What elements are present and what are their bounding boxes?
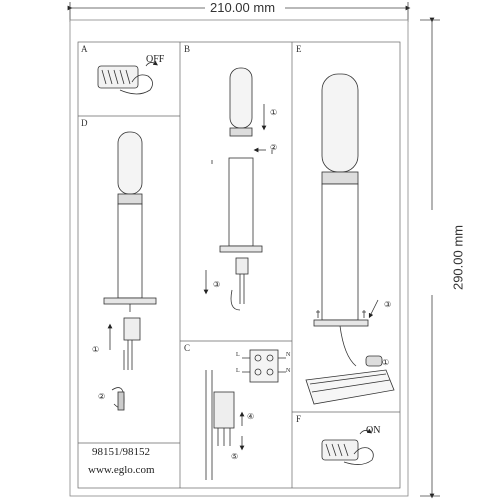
brand-website: www.eglo.com xyxy=(88,464,155,476)
width-dimension-line xyxy=(67,2,411,22)
panel-f-on-annotation: ON xyxy=(366,425,381,436)
panel-c-step-5: ⑤ xyxy=(231,452,239,461)
panel-d-step-2: ② xyxy=(98,392,106,401)
panel-c-terminal-n-bottom: N xyxy=(286,368,291,374)
panel-c-label: C xyxy=(184,343,191,353)
panel-c-terminal-l-top: L xyxy=(236,352,240,358)
panel-b-exploded-illustration xyxy=(203,67,273,311)
panel-c-terminal-l-bottom: L xyxy=(236,368,240,374)
panel-b-label: B xyxy=(184,44,191,54)
panel-f-switch-illustration xyxy=(321,428,374,465)
panel-c-step-4: ④ xyxy=(247,412,255,421)
panel-c-terminal-n-top: N xyxy=(286,352,291,358)
panel-a-off-annotation: OFF xyxy=(146,54,165,65)
width-dimension-label: 210.00 mm xyxy=(210,0,276,15)
panel-d-step-1: ① xyxy=(92,345,100,354)
panel-grid xyxy=(77,41,401,489)
model-number: 98151/98152 xyxy=(92,446,151,458)
panel-d-lamp-illustration xyxy=(103,131,157,411)
panel-f-label: F xyxy=(296,414,302,424)
panel-a-switch-illustration xyxy=(97,60,158,95)
panel-d-label: D xyxy=(81,118,88,128)
panel-e-installed-illustration xyxy=(305,73,395,405)
panel-b-step-2: ② xyxy=(270,143,278,152)
panel-b-step-3: ③ xyxy=(213,280,221,289)
panel-e-step-1: ① xyxy=(382,358,390,367)
panel-e-label: E xyxy=(296,44,302,54)
panel-a-label: A xyxy=(81,44,88,54)
panel-c-wiring-illustration xyxy=(205,349,286,480)
panel-e-step-3: ③ xyxy=(384,300,392,309)
panel-b-step-1: ① xyxy=(270,108,278,117)
height-dimension-line xyxy=(420,17,440,499)
